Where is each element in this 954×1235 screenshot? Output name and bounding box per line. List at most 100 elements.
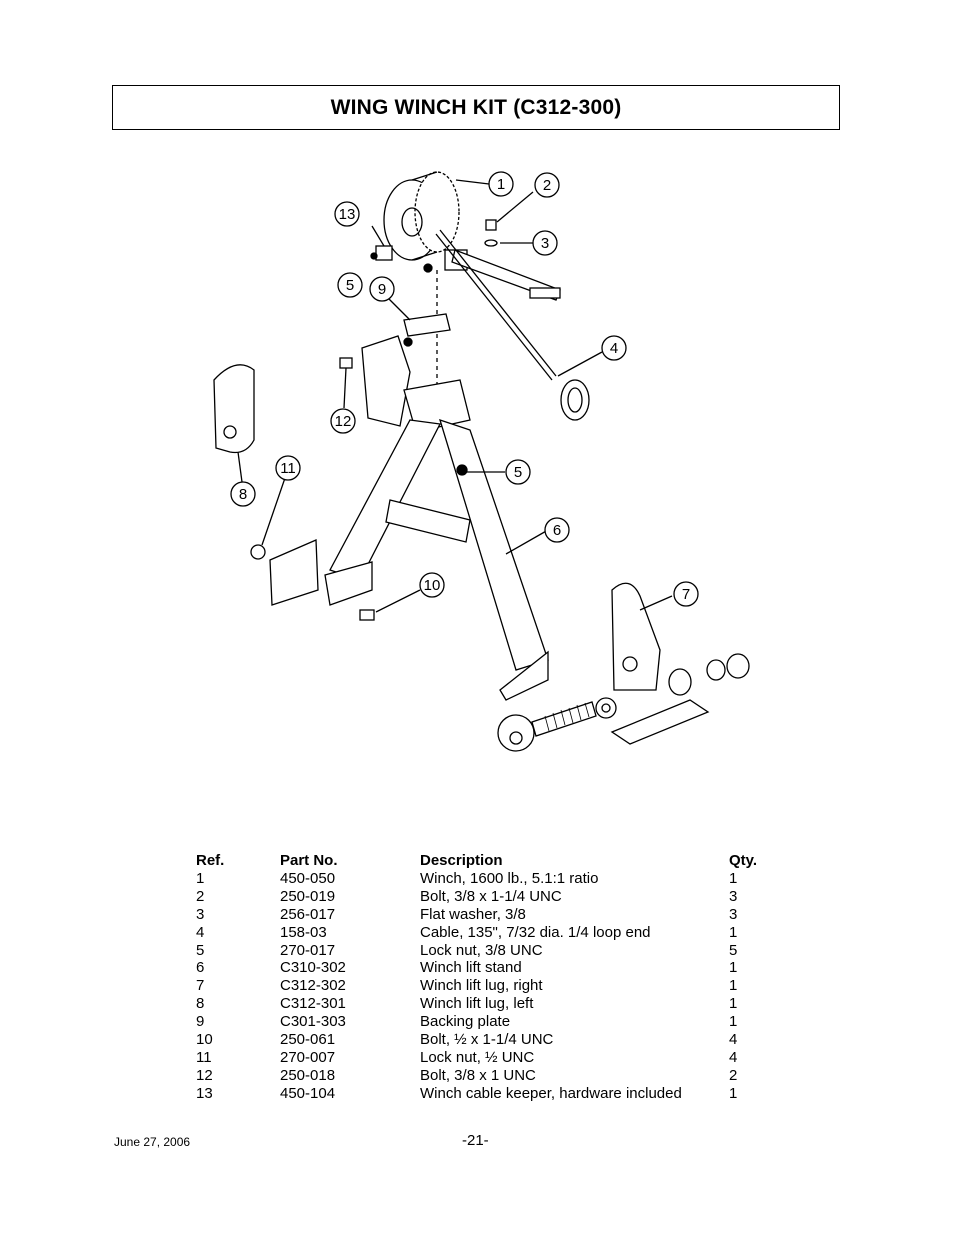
cell-description: Winch, 1600 lb., 5.1:1 ratio [420,869,599,887]
page-title: WING WINCH KIT (C312-300) [330,95,622,119]
cell-ref: 1 [196,869,205,887]
table-row: 13 450-104 Winch cable keeper, hardware in… [196,1085,769,1103]
callout-label-11: 11 [280,460,296,477]
cell-description: Winch cable keeper, hardware included [420,1084,682,1102]
cell-description: Lock nut, 3/8 UNC [420,941,543,959]
callout-label-5b: 5 [514,464,522,481]
cell-qty: 1 [729,869,738,887]
callout-7 [673,581,699,607]
page-number: -21- [462,1132,489,1149]
callout-label-5a: 5 [346,277,354,294]
table-row: 12 250-018 Bolt, 3/8 x 1 UNC 2 [196,1067,769,1085]
header-ref: Ref. [196,852,225,869]
callout-12 [330,408,356,434]
callout-label-4: 4 [610,340,618,357]
callout-label-7: 7 [682,586,690,603]
cell-ref: 2 [196,887,205,905]
callout-label-9: 9 [378,281,386,298]
cell-ref: 4 [196,923,205,941]
header-description: Description [420,852,503,869]
callout-8 [230,481,256,507]
parts-table-header: Ref. Part No. Description Qty. [196,852,769,870]
callout-4 [557,335,627,377]
callout-label-1: 1 [497,176,505,193]
cell-description: Winch lift lug, right [420,977,543,995]
cell-part-no: C310-302 [280,959,346,977]
callout-label-2: 2 [543,177,551,194]
table-row: 9 C301-303 Backing plate 1 [196,1013,769,1031]
cell-description: Winch lift lug, left [420,995,534,1013]
cell-description: Cable, 135", 7/32 dia. 1/4 loop end [420,923,651,941]
table-row: 2 250-019 Bolt, 3/8 x 1-1/4 UNC 3 [196,888,769,906]
callout-13 [334,201,360,227]
cell-part-no: 250-019 [280,887,336,905]
cell-ref: 10 [196,1031,213,1049]
cell-qty: 1 [729,959,738,977]
cell-part-no: C301-303 [280,1013,346,1031]
cell-ref: 7 [196,977,205,995]
callout-label-3: 3 [541,235,549,252]
table-row: 5 270-017 Lock nut, 3/8 UNC 5 [196,942,769,960]
cell-qty: 1 [729,1013,738,1031]
title-box: WING WINCH KIT (C312-300) [112,85,840,130]
cell-ref: 11 [196,1048,212,1066]
cell-part-no: 250-018 [280,1066,336,1084]
winch-drawing [383,171,561,301]
callout-11 [275,455,301,481]
callout-2 [534,172,560,198]
cell-description: Lock nut, ½ UNC [420,1048,535,1066]
cable-drawing [435,229,590,421]
table-row: 6 C310-302 Winch lift stand 1 [196,959,769,977]
cell-description: Bolt, ½ x 1-1/4 UNC [420,1031,554,1049]
callout-label-10: 10 [424,577,441,594]
cell-part-no: 158-03 [280,923,327,941]
cell-ref: 6 [196,959,205,977]
cell-description: Backing plate [420,1013,511,1031]
cell-description: Bolt, 3/8 x 1-1/4 UNC [420,887,562,905]
cell-qty: 1 [729,1084,738,1102]
cell-part-no: 270-017 [280,941,336,959]
callout-10 [419,572,445,598]
callout-9 [369,276,395,302]
callout-3 [532,230,558,256]
cell-qty: 3 [729,905,738,923]
callout-5a [337,272,363,298]
cell-description: Winch lift stand [420,959,522,977]
header-qty: Qty. [729,852,758,869]
exploded-parts-diagram: 1 2 3 4 5 6 7 8 9 10 11 12 13 5 [213,171,750,752]
cell-qty: 5 [729,941,738,959]
cell-ref: 8 [196,995,205,1013]
cell-ref: 3 [196,905,205,923]
cell-qty: 3 [729,887,738,905]
cell-qty: 1 [729,923,738,941]
cell-qty: 2 [729,1066,738,1084]
cell-description: Bolt, 3/8 x 1 UNC [420,1066,536,1084]
cell-qty: 4 [729,1031,738,1049]
callout-6 [544,517,570,543]
cell-ref: 12 [196,1066,213,1084]
cell-part-no: C312-302 [280,977,346,995]
callout-label-13: 13 [339,206,356,223]
cell-part-no: 256-017 [280,905,336,923]
cell-description: Flat washer, 3/8 [420,905,526,923]
cell-ref: 5 [196,941,205,959]
callout-label-12: 12 [335,413,352,430]
cell-ref: 9 [196,1013,205,1031]
header-part-no: Part No. [280,852,338,869]
cell-qty: 4 [729,1048,738,1066]
callout-5b [505,459,531,485]
cell-part-no: 270-007 [280,1048,336,1066]
cell-ref: 13 [196,1084,213,1102]
cell-part-no: C312-301 [280,995,346,1013]
callout-label-6: 6 [553,522,561,539]
cell-part-no: 450-104 [280,1084,336,1102]
table-row: 11 270-007 Lock nut, ½ UNC 4 [196,1049,769,1067]
callout-label-8: 8 [239,486,247,503]
table-row: 4 158-03 Cable, 135", 7/32 dia. 1/4 loop e… [196,924,769,942]
table-row: 8 C312-301 Winch lift lug, left 1 [196,995,769,1013]
cell-qty: 1 [729,995,738,1013]
